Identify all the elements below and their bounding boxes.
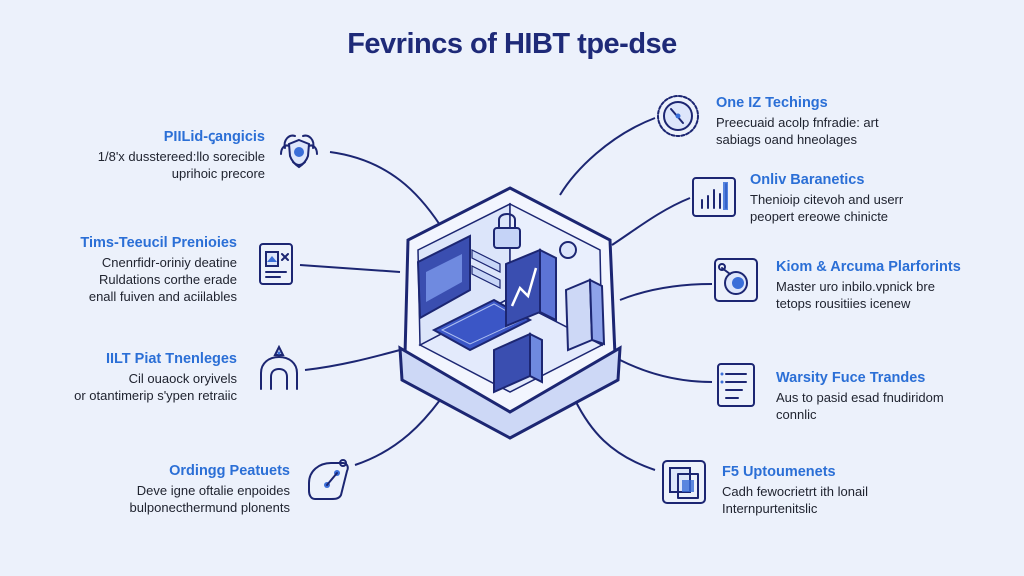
right-item-1-heading: One IZ Techings [716,95,828,111]
left-item-2-line-2: Ruldations corthe erade [98,272,237,287]
right-item-1-line-1: Preecuaid acolp fnfradie: art [716,115,879,130]
connector-left-3 [304,349,401,371]
right-item-1-line-2: sabiags oand hneolages [716,132,857,147]
left-item-4: Ordingg Peatuets Deve igne oftalie enpoi… [40,462,290,516]
right-item-2-line-2: peopert ereowe chinicte [750,209,889,224]
diagram-title: Fevrincs of HIBT tpe-dse [347,28,677,60]
left-item-2-line-1: Cnenrfidr-oriniy deatine [101,255,237,270]
left-item-4-line-1: Deve igne oftalie enpoides [136,483,290,498]
connector-right-1 [559,117,656,196]
left-item-2-line-3: enall fuiven and aciilables [88,289,237,304]
left-item-3-heading: IILT Piat Tnenleges [105,351,237,367]
left-item-4-heading: Ordingg Peatuets [169,463,290,479]
right-item-1: One IZ Techings Preecuaid acolp fnfradie… [716,94,1016,148]
left-item-1: PIILid-ꞔangicis 1/8'x dusstereed:llo sor… [15,128,265,182]
connector-left-4 [354,399,441,466]
connector-left-1 [329,151,441,226]
bar-chart-icon [690,172,738,220]
left-item-3-line-2: or otantimerip s'ypen retraiic [74,388,237,403]
connector-right-3 [619,283,713,301]
right-item-4-line-2: connlic [776,407,817,422]
alarm-shield-icon [275,128,323,176]
right-item-4: Warsity Fuce Trandes Aus to pasid esad f… [776,369,1021,423]
files-icon [660,458,708,506]
right-item-3-line-2: tetops rousitiies icenew [776,296,911,311]
connector-right-2 [611,197,691,246]
left-item-1-heading: PIILid-ꞔangicis [163,129,265,145]
document-icon [252,240,300,288]
right-item-3: Kiom & Arcuma Plarforints Master uro inb… [776,258,1021,312]
list-icon [712,360,760,408]
right-item-2: Onliv Baranetics Thenioip citevoh and us… [750,171,1020,225]
right-item-2-heading: Onliv Baranetics [750,172,865,188]
node-tag-icon [305,455,353,503]
connector-left-2 [299,264,401,273]
right-item-2-line-1: Thenioip citevoh and userr [750,192,904,207]
left-item-3-line-1: Cil ouaock oryivels [128,371,237,386]
left-item-2-heading: Tims-Teeucil Prenioies [80,235,237,251]
globe-icon [712,256,760,304]
right-item-5-heading: F5 Uptoumenets [722,464,836,480]
right-item-5-line-1: Cadh fewocrietrt ith lonail [722,484,868,499]
connector-right-5 [574,399,656,471]
right-item-4-heading: Warsity Fuce Trandes [776,370,926,386]
left-item-4-line-2: bulponecthermund plonents [129,500,290,515]
left-item-3: IILT Piat Tnenleges Cil ouaock oryivels … [0,350,237,404]
left-item-2: Tims-Teeucil Prenioies Cnenrfidr-oriniy … [0,234,237,305]
connector-right-4 [619,359,713,383]
right-item-3-line-1: Master uro inbilo.vpnick bre [776,279,935,294]
left-item-1-line-1: 1/8'x dusstereed:llo sorecible [97,149,265,164]
left-item-1-line-2: uprihoic precore [171,166,265,181]
central-illustration [390,180,630,450]
right-item-4-line-1: Aus to pasid esad fnudiridom [776,390,944,405]
alert-arch-icon [255,344,303,393]
right-item-5-line-2: Internpurtenitslic [722,501,818,516]
right-item-3-heading: Kiom & Arcuma Plarforints [776,259,961,275]
right-item-5: F5 Uptoumenets Cadh fewocrietrt ith lona… [722,463,1012,517]
gauge-icon [654,92,702,140]
